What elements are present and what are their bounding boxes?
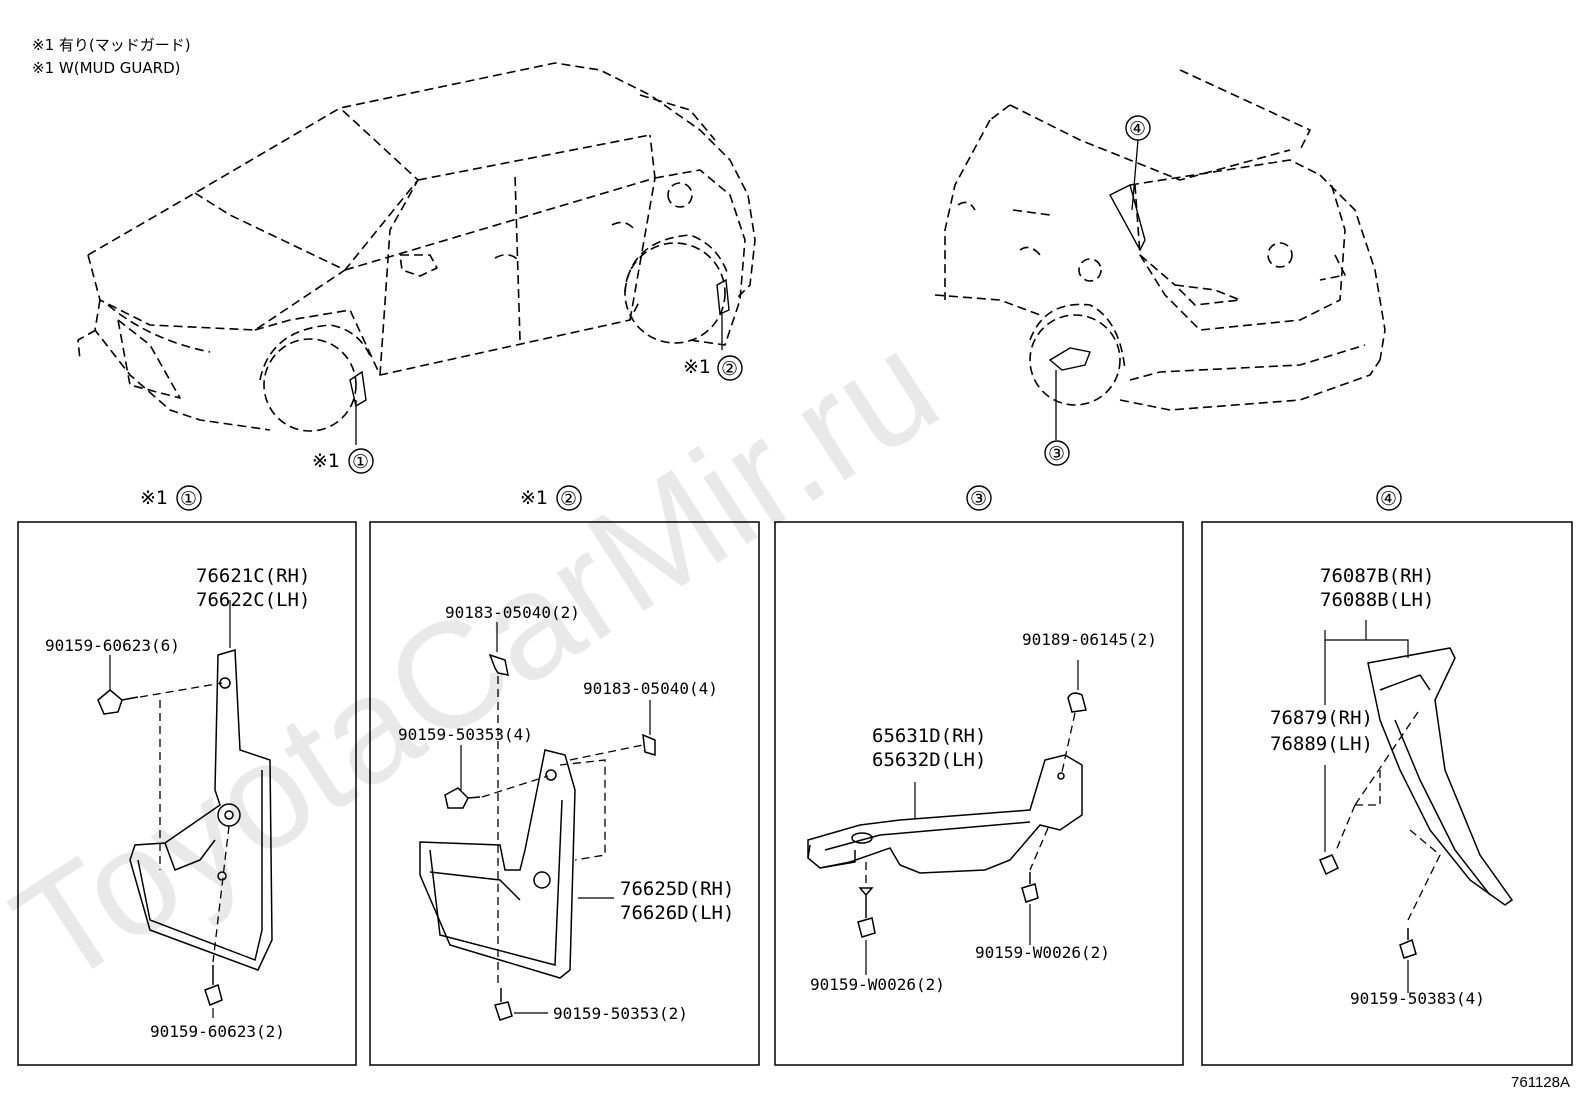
- splash-shield-on-car-icon: [1048, 347, 1091, 371]
- fastener-90159-60623-6: 90159-60623(6): [45, 636, 180, 655]
- car-rear-view: [934, 69, 1386, 411]
- fastener-90159-W0026-upper: 90159-W0026(2): [975, 943, 1110, 962]
- panel1-header-mark: ※1: [140, 487, 168, 509]
- callout-2: ②: [721, 358, 738, 380]
- part-76622C: 76622C(LH): [196, 589, 310, 611]
- panel-1-frame: [17, 521, 357, 1066]
- note-en: ※1 W(MUD GUARD): [32, 59, 181, 77]
- part-76087B: 76087B(RH): [1320, 565, 1434, 587]
- part-65632D: 65632D(LH): [872, 749, 986, 771]
- part-76889: 76889(LH): [1270, 733, 1373, 755]
- callout-1: ①: [352, 451, 369, 473]
- panel-4-frame: [1201, 521, 1573, 1066]
- note-jp: ※1 有り(マッドガード): [32, 36, 191, 54]
- car-front-view: [77, 62, 756, 432]
- fastener-90159-W0026-lower: 90159-W0026(2): [810, 975, 945, 994]
- fastener-90183-05040-4: 90183-05040(4): [583, 679, 718, 698]
- callout-mark-2: ※1: [683, 356, 711, 378]
- mudguard-rear-icon: [716, 278, 730, 316]
- panel4-header-num: ④: [1380, 488, 1397, 510]
- part-76626D: 76626D(LH): [620, 902, 734, 924]
- panel2-header-num: ②: [560, 488, 577, 510]
- callout-mark-1: ※1: [312, 450, 340, 472]
- fastener-90159-50353-2: 90159-50353(2): [553, 1004, 688, 1023]
- part-65631D: 65631D(RH): [872, 725, 986, 747]
- illustration-ref-code: 761128A: [1511, 1074, 1570, 1091]
- part-76621C: 76621C(RH): [196, 565, 310, 587]
- fastener-90189-06145: 90189-06145(2): [1022, 630, 1157, 649]
- fastener-90159-60623-2: 90159-60623(2): [150, 1022, 285, 1041]
- part-76879: 76879(RH): [1270, 707, 1373, 729]
- panel-4-drawing: [1319, 647, 1514, 959]
- panel-2-frame: [369, 521, 760, 1066]
- part-76088B: 76088B(LH): [1320, 589, 1434, 611]
- spoiler-cover-on-car-icon: [1109, 183, 1146, 252]
- fastener-90159-50383: 90159-50383(4): [1350, 989, 1485, 1008]
- fastener-90183-05040-2: 90183-05040(2): [445, 603, 580, 622]
- panel-3-drawing: [807, 692, 1087, 938]
- panel2-header-mark: ※1: [520, 487, 548, 509]
- callout-4: ④: [1129, 118, 1146, 140]
- callout-3: ③: [1048, 443, 1065, 465]
- panel1-header-num: ①: [180, 488, 197, 510]
- mudguard-front-icon: [349, 370, 367, 408]
- fastener-90159-50353-4: 90159-50353(4): [398, 725, 533, 744]
- panel3-header-num: ③: [970, 488, 987, 510]
- part-76625D: 76625D(RH): [620, 878, 734, 900]
- panel-3-frame: [774, 521, 1184, 1066]
